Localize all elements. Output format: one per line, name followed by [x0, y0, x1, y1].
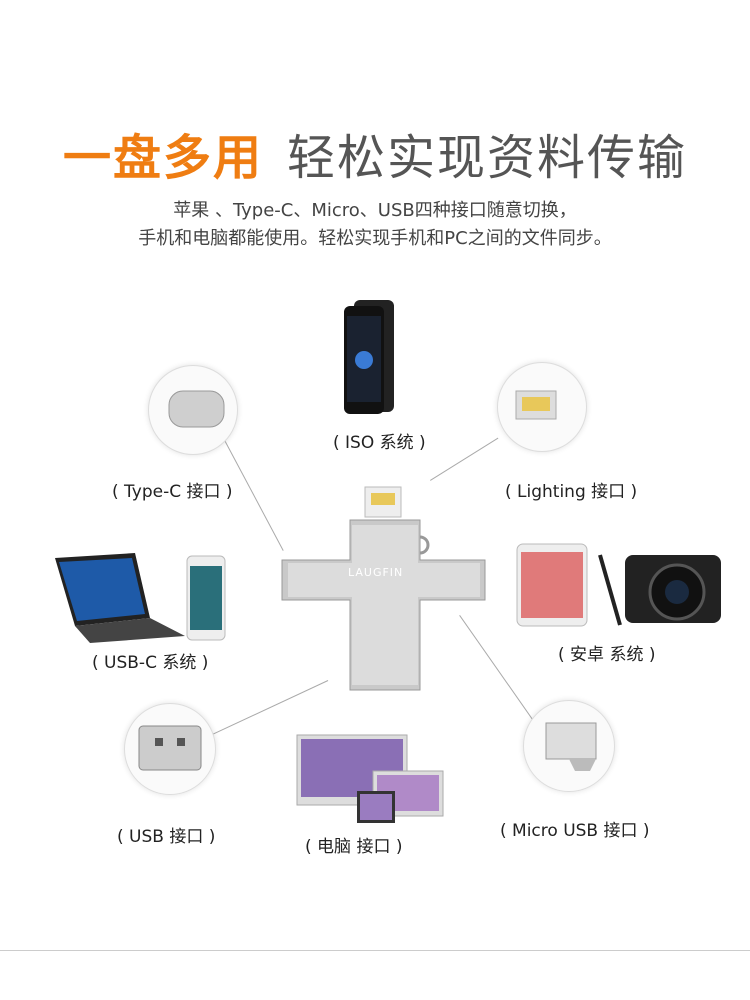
computers-image	[296, 734, 444, 823]
divider	[0, 950, 750, 951]
label-typec: ( Type-C 接口 )	[112, 482, 233, 502]
connector-line	[430, 437, 499, 481]
label-micro-usb: ( Micro USB 接口 )	[500, 821, 650, 841]
lightning-connector-closeup	[497, 362, 587, 452]
iphone-image	[344, 300, 394, 414]
headline-rest: 轻松实现资料传输	[287, 130, 688, 186]
usb-connector-closeup	[124, 703, 216, 795]
subtitle-line-1: 苹果 、Type-C、Micro、USB四种接口随意切换，	[173, 200, 577, 221]
connector-line	[224, 440, 284, 551]
label-ios: ( ISO 系统 )	[333, 433, 426, 453]
label-usbc: ( USB-C 系统 )	[92, 653, 209, 673]
subtitle-line-2: 手机和电脑都能使用。轻松实现手机和PC之间的文件同步。	[138, 228, 612, 249]
label-usb: ( USB 接口 )	[117, 827, 216, 847]
micro-usb-connector-closeup	[523, 700, 615, 792]
headline: 一盘多用轻松实现资料传输	[0, 118, 750, 188]
headline-highlight: 一盘多用	[62, 130, 263, 186]
usb-drive-image	[281, 486, 486, 691]
typec-connector-closeup	[148, 365, 238, 455]
brand-logo: LAUGFIN	[348, 566, 404, 579]
laptop-and-phone-image	[55, 553, 226, 643]
label-lightning: ( Lighting 接口 )	[505, 482, 638, 502]
android-phone-and-camera-image	[516, 543, 721, 627]
label-pc: ( 电脑 接口 )	[305, 837, 403, 857]
label-android: ( 安卓 系统 )	[558, 645, 656, 665]
